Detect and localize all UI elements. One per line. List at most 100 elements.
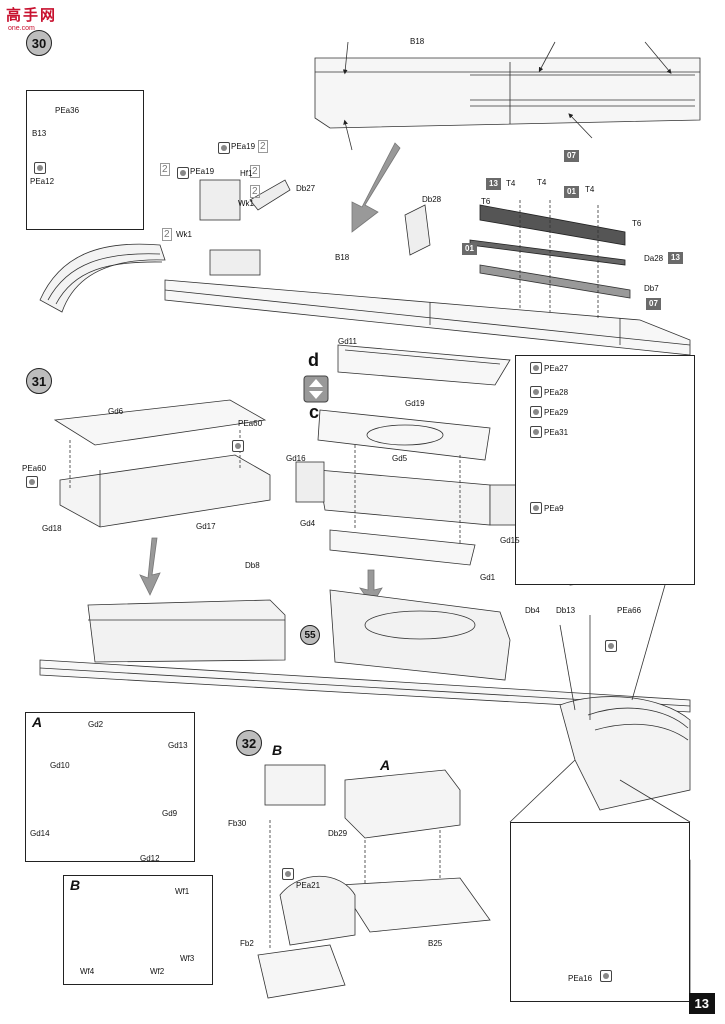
part-label-gd13: Gd13 (168, 741, 188, 750)
part-label-gd16: Gd16 (286, 454, 306, 463)
photo-etch-icon (218, 142, 230, 154)
part-label-gd4: Gd4 (300, 519, 316, 528)
part-label-pea21: PEa21 (296, 881, 321, 890)
inset-frame-a (25, 712, 195, 862)
photo-etch-icon (282, 868, 294, 880)
part-label-gd1: Gd1 (480, 573, 496, 582)
step-number-30: 30 (26, 30, 52, 56)
part-label-db4: Db4 (525, 606, 540, 615)
part-label-pea60-b: PEa60 (22, 464, 47, 473)
part-label-db29: Db29 (328, 829, 348, 838)
quantity-x2-b: 2 (258, 140, 268, 153)
part-label-wk1-a: Wk1 (238, 199, 254, 208)
flip-arrows-icon (303, 375, 329, 403)
inset-label-b: B (70, 877, 81, 893)
watermark-logo: 高手网 one.com (6, 4, 57, 32)
part-label-db7: Db7 (644, 284, 659, 293)
part-label-db27: Db27 (296, 184, 316, 193)
part-label-b25: B25 (428, 939, 443, 948)
badge-01-b: 01 (462, 243, 477, 255)
part-label-db13: Db13 (556, 606, 576, 615)
part-label-pea9: PEa9 (544, 504, 564, 513)
part-label-pea19-a: PEa19 (231, 142, 256, 151)
step-number-32: 32 (236, 730, 262, 756)
inset-frame-step30 (26, 90, 144, 230)
part-label-pea19-b: PEa19 (190, 167, 215, 176)
part-label-db28: Db28 (422, 195, 442, 204)
badge-13-b: 13 (668, 252, 683, 264)
part-label-gd12: Gd12 (140, 854, 160, 863)
part-label-hf1: Hf1 (240, 169, 253, 178)
photo-etch-icon (34, 162, 46, 174)
photo-etch-icon (530, 362, 542, 374)
part-label-gd18: Gd18 (42, 524, 62, 533)
photo-etch-icon (530, 426, 542, 438)
photo-etch-icon (530, 502, 542, 514)
view-label-a: A (380, 757, 391, 773)
photo-etch-icon (26, 476, 38, 488)
part-label-gd14: Gd14 (30, 829, 50, 838)
part-label-wf4: Wf4 (80, 967, 95, 976)
quantity-x2-c: 2 (250, 165, 260, 178)
watermark-sub: one.com (8, 25, 35, 32)
badge-13-a: 13 (486, 178, 501, 190)
view-label-b: B (272, 742, 283, 758)
part-label-gd19: Gd19 (405, 399, 425, 408)
part-label-gd2: Gd2 (88, 720, 104, 729)
part-label-pea28: PEa28 (544, 388, 569, 397)
part-label-da28: Da28 (644, 254, 664, 263)
part-label-b18-main: B18 (335, 253, 350, 262)
direction-letter-c: c (309, 402, 320, 422)
photo-etch-icon (177, 167, 189, 179)
part-label-t4-c: T4 (585, 185, 595, 194)
quantity-x2-a: 2 (160, 163, 170, 176)
part-label-db8: Db8 (245, 561, 260, 570)
part-label-b13: B13 (32, 129, 47, 138)
direction-letter-d: d (308, 350, 319, 370)
step-reference-55: 55 (300, 625, 320, 645)
photo-etch-icon (530, 386, 542, 398)
part-label-pea29: PEa29 (544, 408, 569, 417)
quantity-x2-d: 2 (250, 185, 260, 198)
part-label-gd9: Gd9 (162, 809, 178, 818)
part-label-fb2: Fb2 (240, 939, 254, 948)
part-label-fb30: Fb30 (228, 819, 247, 828)
part-label-wf3: Wf3 (180, 954, 195, 963)
part-label-pea31: PEa31 (544, 428, 569, 437)
part-label-gd10: Gd10 (50, 761, 70, 770)
photo-etch-icon (530, 406, 542, 418)
part-label-pea16: PEa16 (568, 974, 593, 983)
part-label-t6-a: T6 (481, 197, 491, 206)
part-label-b18-top: B18 (410, 37, 425, 46)
part-label-pea36: PEa36 (55, 106, 80, 115)
part-label-pea12: PEa12 (30, 177, 55, 186)
inset-frame-step31 (515, 355, 695, 585)
part-label-gd15: Gd15 (500, 536, 520, 545)
inset-frame-b (63, 875, 213, 985)
part-label-wf2: Wf2 (150, 967, 165, 976)
quantity-x2-e: 2 (162, 228, 172, 241)
badge-01-a: 01 (564, 186, 579, 198)
page-number: 13 (688, 993, 715, 1014)
part-label-wf1: Wf1 (175, 887, 190, 896)
part-label-t4-a: T4 (506, 179, 516, 188)
photo-etch-icon (605, 640, 617, 652)
part-label-gd17: Gd17 (196, 522, 216, 531)
step-number-31: 31 (26, 368, 52, 394)
badge-07-a: 07 (564, 150, 579, 162)
part-label-pea27: PEa27 (544, 364, 569, 373)
part-label-wk1-b: Wk1 (176, 230, 192, 239)
inset-label-a: A (32, 714, 43, 730)
part-label-gd5: Gd5 (392, 454, 408, 463)
part-label-t4-b: T4 (537, 178, 547, 187)
badge-07-b: 07 (646, 298, 661, 310)
part-label-pea66: PEa66 (617, 606, 642, 615)
part-label-t6-b: T6 (632, 219, 642, 228)
photo-etch-icon (600, 970, 612, 982)
part-label-gd6: Gd6 (108, 407, 124, 416)
photo-etch-icon (232, 440, 244, 452)
watermark-main: 高手网 (6, 7, 58, 24)
part-label-gd11: Gd11 (338, 337, 357, 346)
